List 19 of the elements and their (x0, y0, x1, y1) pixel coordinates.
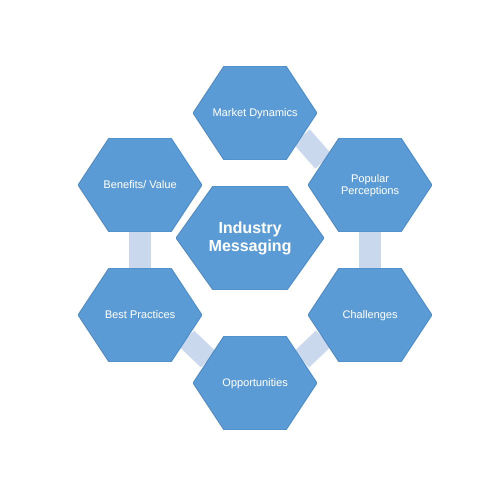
center-label: Industry Messaging (208, 220, 292, 256)
hexagon (78, 268, 202, 362)
hexagon-label: Best Practices (104, 309, 176, 321)
hexagon-label: Market Dynamics (212, 107, 298, 119)
hexagon-label: Popular Perceptions (340, 173, 400, 197)
connector-band (178, 330, 216, 368)
hexagon (78, 138, 202, 232)
hexagon (308, 268, 432, 362)
hexagon-label: Benefits/ Value (103, 179, 177, 191)
connector-band (293, 129, 332, 169)
connector-band (129, 232, 151, 268)
connector-band (294, 330, 332, 368)
hexagon-label: Challenges (342, 309, 398, 321)
hexagon-label: Opportunities (222, 377, 288, 389)
hexagon (176, 186, 324, 290)
hexagon (308, 138, 432, 232)
hexagon (193, 336, 317, 430)
hexagon (193, 66, 317, 160)
connector-band (359, 232, 381, 268)
